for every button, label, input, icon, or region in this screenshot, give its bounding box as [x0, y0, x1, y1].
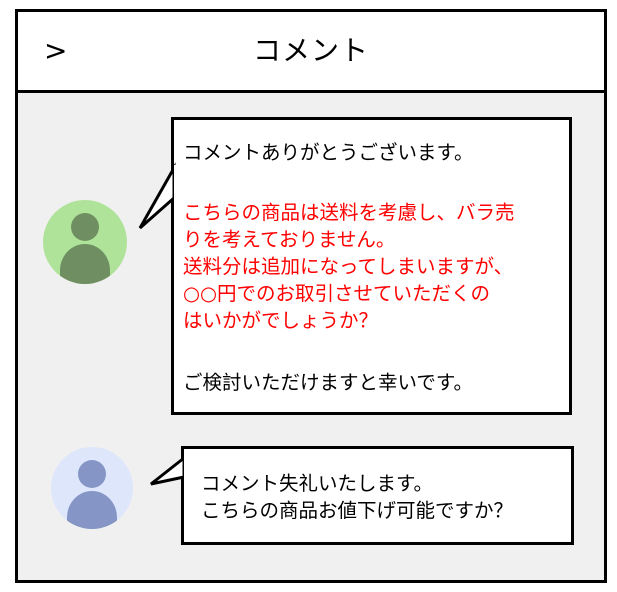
- speech-tail: [150, 454, 188, 486]
- comment-text-line: りを考えておりません。: [183, 228, 396, 251]
- speech-tail: [138, 162, 178, 230]
- user-icon-body: [60, 244, 110, 284]
- avatar-buyer: [51, 447, 133, 529]
- comment-text-line: こちらの商品お値下げ可能ですか？: [201, 499, 514, 522]
- avatar-seller: [43, 200, 127, 284]
- user-icon-head: [78, 460, 106, 488]
- user-icon-head: [71, 213, 99, 241]
- user-icon-body: [67, 491, 117, 529]
- comment-bubble-2: コメント失礼いたします。 こちらの商品お値下げ可能ですか？: [150, 446, 574, 545]
- chevron-right-icon[interactable]: >: [44, 34, 68, 67]
- comment-text-line: コメント失礼いたします。: [201, 472, 434, 495]
- header-bar: > コメント: [18, 12, 604, 93]
- comment-bubble-1: コメントありがとうございます。 こちらの商品は送料を考慮し、バラ売 りを考えてお…: [138, 117, 572, 415]
- comment-text-line: はいかがでしょうか？: [183, 309, 379, 332]
- comment-text-line: ○○円でのお取引させていただくの: [183, 282, 491, 305]
- comment-text-line: 送料分は追加になってしまいますが、: [183, 255, 514, 278]
- page-title: コメント: [252, 34, 369, 67]
- comment-text-line: コメントありがとうございます。: [183, 141, 474, 164]
- comment-text-line: こちらの商品は送料を考慮し、バラ売: [183, 201, 515, 224]
- comment-text-line: ご検討いただけますと幸いです。: [183, 371, 473, 394]
